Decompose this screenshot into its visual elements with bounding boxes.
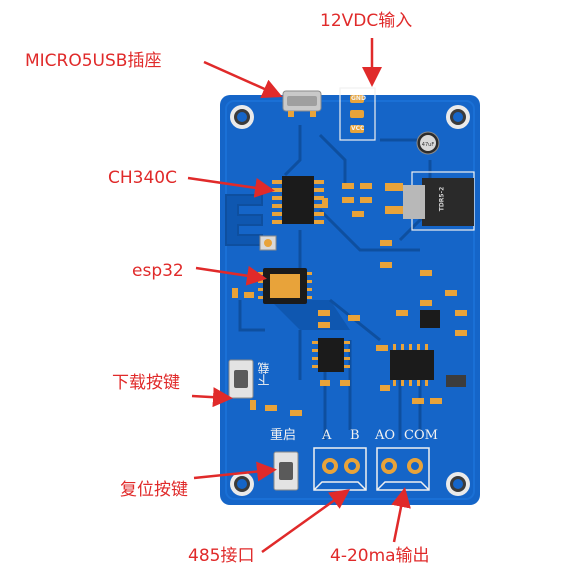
arrow-usb bbox=[203, 60, 283, 99]
silk-reset: 重启 bbox=[270, 428, 297, 443]
callout-rs485: 485接口 bbox=[188, 546, 255, 566]
callout-download-button: 下载按键 bbox=[112, 373, 180, 393]
antenna-connector bbox=[259, 235, 277, 251]
arrow-download-button bbox=[191, 387, 233, 408]
callout-esp32: esp32 bbox=[132, 261, 184, 281]
power-input-pads bbox=[339, 87, 376, 141]
smd-components bbox=[232, 183, 467, 416]
callout-usb: MICRO5USB插座 bbox=[25, 51, 162, 71]
silk-com: COM bbox=[404, 428, 438, 443]
arrow-ch340 bbox=[187, 176, 275, 198]
dc-dc-module bbox=[385, 171, 475, 231]
arrow-reset-button bbox=[193, 461, 277, 482]
callout-ch340: CH340C bbox=[108, 168, 177, 188]
arrow-rs485 bbox=[261, 489, 351, 554]
download-button[interactable] bbox=[228, 359, 254, 399]
mounting-hole bbox=[230, 105, 254, 129]
silk-module: TDR5-2 bbox=[438, 186, 446, 212]
electrolytic-capacitor: 47uF bbox=[416, 131, 440, 155]
arrow-analog-output bbox=[391, 487, 411, 543]
esp32-chip bbox=[258, 268, 312, 304]
micro-usb-connector bbox=[282, 90, 322, 117]
svg-text:47uF: 47uF bbox=[422, 142, 435, 148]
arrow-esp32 bbox=[195, 265, 267, 286]
dac-chip bbox=[390, 344, 434, 386]
ch340c-chip bbox=[272, 176, 324, 224]
reset-button[interactable] bbox=[273, 451, 299, 491]
silk-ao: AO bbox=[375, 428, 396, 443]
silk-download: 下载 bbox=[257, 362, 271, 386]
silk-a: A bbox=[322, 428, 332, 443]
mounting-hole bbox=[446, 472, 470, 496]
silk-vcc: VCC bbox=[351, 125, 365, 132]
silk-b: B bbox=[350, 428, 360, 443]
pcb-board bbox=[220, 95, 480, 505]
callout-analog-output: 4-20ma输出 bbox=[330, 546, 430, 566]
mounting-hole bbox=[230, 472, 254, 496]
rs485-terminal-block bbox=[313, 447, 367, 491]
callout-power-input: 12VDC输入 bbox=[320, 11, 413, 31]
transistor bbox=[420, 310, 466, 387]
silk-gnd: GND bbox=[351, 95, 366, 102]
rs485-transceiver-chip bbox=[312, 338, 350, 372]
antenna-trace bbox=[225, 194, 263, 246]
callout-reset-button: 复位按键 bbox=[120, 480, 188, 500]
mounting-hole bbox=[446, 105, 470, 129]
